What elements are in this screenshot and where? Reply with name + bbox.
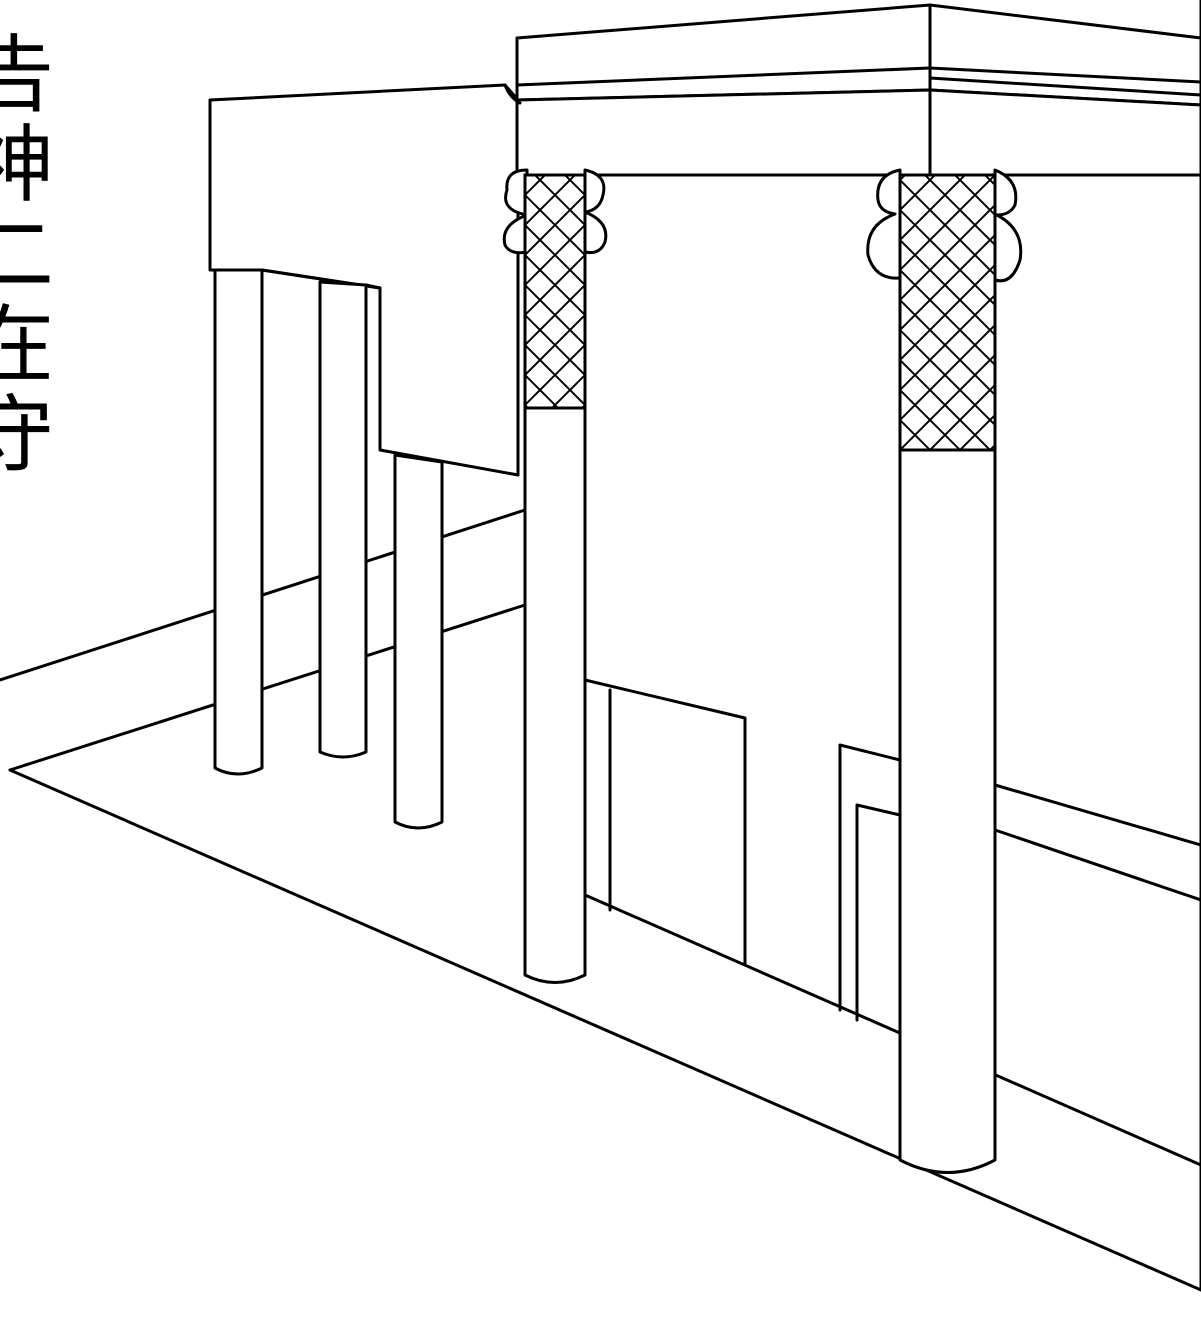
capital-ornaments bbox=[502, 168, 1023, 283]
caption-char: 告 bbox=[0, 26, 55, 124]
main-roof bbox=[503, 3, 1201, 177]
front-columns bbox=[523, 173, 997, 1174]
left-columns bbox=[213, 268, 444, 830]
caption-char: 二 bbox=[0, 206, 55, 304]
caption-char: 在 bbox=[0, 296, 55, 394]
caption-char: 。 bbox=[0, 480, 90, 570]
doorway-frames bbox=[583, 678, 902, 1022]
caption-char: 神 bbox=[0, 116, 55, 214]
vertical-caption: 告 神 二 在 守 。 bbox=[0, 30, 90, 570]
caption-char: 守 bbox=[0, 386, 55, 484]
